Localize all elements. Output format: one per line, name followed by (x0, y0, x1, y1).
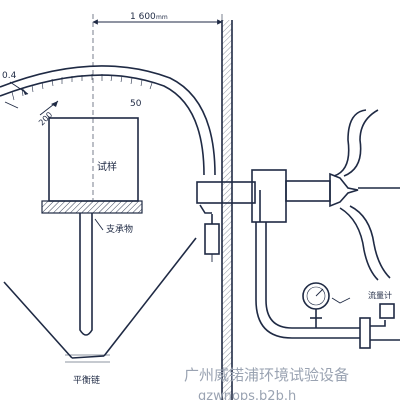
scale-ticks (11, 74, 153, 101)
counterweight-label: 平衡链 (73, 374, 100, 386)
scale-label-left: 0.4 (2, 71, 17, 81)
scale-arc (0, 65, 216, 176)
watermark-url: gzwnops.b2b.h (198, 389, 296, 400)
valve-shaft (285, 172, 359, 208)
gas-pipe (255, 222, 400, 349)
dimension-unit: mm (156, 14, 168, 21)
pressure-gauge (302, 282, 330, 328)
flow-meter-pointer: 流量计 (331, 290, 392, 304)
sample-box: 试样 (48, 117, 139, 202)
handwheel (333, 109, 400, 281)
chain-lines (3, 237, 197, 363)
support-label: 支承物 (106, 223, 133, 235)
watermark-company: 广州威锘浦环境试验设备 (184, 366, 349, 384)
burner-assembly (196, 169, 287, 262)
wall (221, 20, 233, 400)
sample-label: 试样 (97, 160, 117, 173)
dimension-label: 1 600 (130, 12, 156, 22)
scale-label-right: 50 (130, 99, 142, 109)
scale-arrows (4, 81, 59, 116)
support-stem (79, 213, 93, 336)
flow-meter-label: 流量计 (368, 290, 392, 300)
scale-label-mid: 200 (37, 110, 54, 127)
